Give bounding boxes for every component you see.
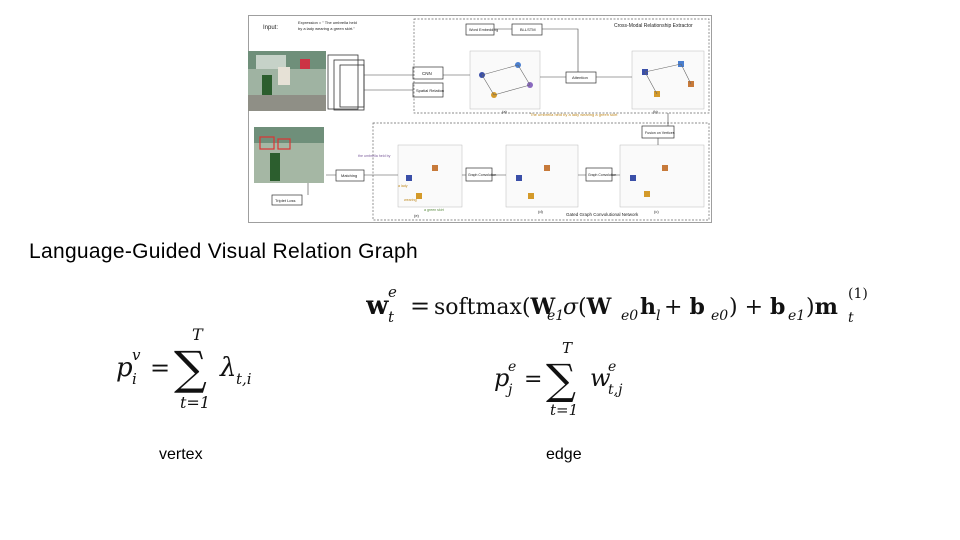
gated-gcn-label: Gated Graph Convolutional Network xyxy=(566,212,639,217)
edge-lower: t=1 xyxy=(550,401,578,419)
triplet-loss-label: Triplet Loss xyxy=(275,198,296,203)
edge-text-4: a green skirt xyxy=(424,208,444,212)
vertex-p: p xyxy=(116,353,133,383)
edge-w-sub: t,j xyxy=(608,382,623,398)
spatial-relation-label: Spatial Relation xyxy=(416,88,444,93)
edge-weight-softmax: softmax(W xyxy=(434,294,556,320)
graph-conv-label-1: Graph Convolution xyxy=(468,173,496,177)
graph-conv-box-1 xyxy=(465,167,493,182)
edge-p-sub: j xyxy=(505,382,513,398)
matching-box xyxy=(335,169,365,182)
edge-label: edge xyxy=(546,446,582,463)
edge-p: p xyxy=(494,364,509,392)
edge-p-sup: e xyxy=(508,359,516,375)
vertex-formula: p v i = T ∑ t=1 λ t,i xyxy=(116,325,252,412)
vertex-lambda-sub: t,i xyxy=(236,370,252,388)
bilstm-box xyxy=(511,23,543,36)
edge-text-1: the umbrella held by xyxy=(358,154,391,158)
edge-weight-h-sub: l xyxy=(656,308,660,324)
edge-w: w xyxy=(590,364,611,392)
word-embedding-box xyxy=(465,23,495,36)
vertex-eq: = xyxy=(150,354,170,382)
caption-c: (c) xyxy=(654,209,659,214)
edge-weight-lhs-sub: t xyxy=(388,308,395,326)
graph-a xyxy=(469,50,541,110)
highlight-text: The umbrella held by a lady wearing a gr… xyxy=(530,112,618,117)
bilstm-label: Bi-LSTM xyxy=(520,27,536,32)
fusion-label: Fusion on Vertices xyxy=(645,131,675,135)
vertex-p-sub: i xyxy=(132,370,137,388)
triplet-loss-box xyxy=(271,194,303,206)
vertex-sum: ∑ xyxy=(174,341,207,395)
gated-gcn-box xyxy=(372,122,710,221)
edge-text-2: a lady xyxy=(398,184,408,188)
expression-line2: by a lady wearing a green skirt." xyxy=(298,26,355,31)
edge-weight-sigma: σ(W xyxy=(563,294,612,320)
graph-conv-label-2: Graph Convolution xyxy=(588,173,616,177)
graph-e xyxy=(505,144,579,208)
attention-box xyxy=(565,71,597,84)
attention-label: Attention xyxy=(572,75,588,80)
edge-weight-b-sub1: e0 xyxy=(711,308,728,324)
input-label: Input: xyxy=(263,25,278,31)
cmre-title: Cross-Modal Relationship Extractor xyxy=(614,23,693,29)
region-proposals xyxy=(327,54,365,111)
expression-line1: Expression = " The umbrella held xyxy=(298,20,357,25)
edge-weight-plus-b: + b xyxy=(664,294,705,320)
edge-weight-sub1: e1 xyxy=(547,308,564,324)
edge-weight-sub2: e0 xyxy=(621,308,638,324)
architecture-diagram: Input: Expression = " The umbrella held … xyxy=(248,15,712,223)
edge-weight-b-sub2: e1 xyxy=(788,308,805,324)
connectors xyxy=(307,28,669,195)
cmre-box xyxy=(413,18,710,114)
edge-weight-lhs: w xyxy=(366,291,389,321)
edge-upper: T xyxy=(562,339,573,357)
edge-formula: p e j = T ∑ t=1 w e t,j xyxy=(494,339,623,419)
graph-f xyxy=(619,144,705,208)
edge-weight-close-b: ) + b xyxy=(729,294,785,320)
word-embedding-label: Word Embedding xyxy=(469,28,498,32)
edge-weight-formula: w e t = softmax(W e1 σ(W e0 h l + b e0 )… xyxy=(366,283,868,326)
vertex-lower: t=1 xyxy=(180,393,210,412)
cnn-box xyxy=(412,66,444,80)
graph-conv-box-2 xyxy=(585,167,613,182)
edge-weight-eq: = xyxy=(410,292,430,320)
vertex-label: vertex xyxy=(159,446,203,463)
edge-weight-m-sub: t xyxy=(848,310,854,326)
slide-title: Language-Guided Visual Relation Graph xyxy=(29,240,418,263)
vertex-lambda: λ xyxy=(219,353,236,383)
cnn-label: CNN xyxy=(422,71,432,76)
edge-weight-lhs-sup: e xyxy=(388,283,397,301)
graph-d xyxy=(397,144,463,208)
caption-a: (a) xyxy=(502,109,508,114)
edge-weight-close-m: )m xyxy=(806,294,838,320)
edge-sum: ∑ xyxy=(546,355,576,404)
caption-b: (b) xyxy=(653,109,659,114)
graph-b xyxy=(631,50,705,110)
matching-label: Matching xyxy=(341,173,357,178)
vertex-p-sup: v xyxy=(132,346,141,364)
street-photo-bottom xyxy=(254,127,324,183)
caption-e: (e) xyxy=(414,213,420,218)
edge-text-3: wearing xyxy=(404,198,417,202)
caption-d: (d) xyxy=(538,209,544,214)
edge-eq: = xyxy=(524,367,542,392)
vertex-upper: T xyxy=(192,325,204,344)
edge-weight-h: h xyxy=(640,294,656,320)
street-photo-top xyxy=(248,51,326,111)
edge-weight-m-sup: (1) xyxy=(848,286,868,302)
edge-w-sup: e xyxy=(608,359,616,375)
